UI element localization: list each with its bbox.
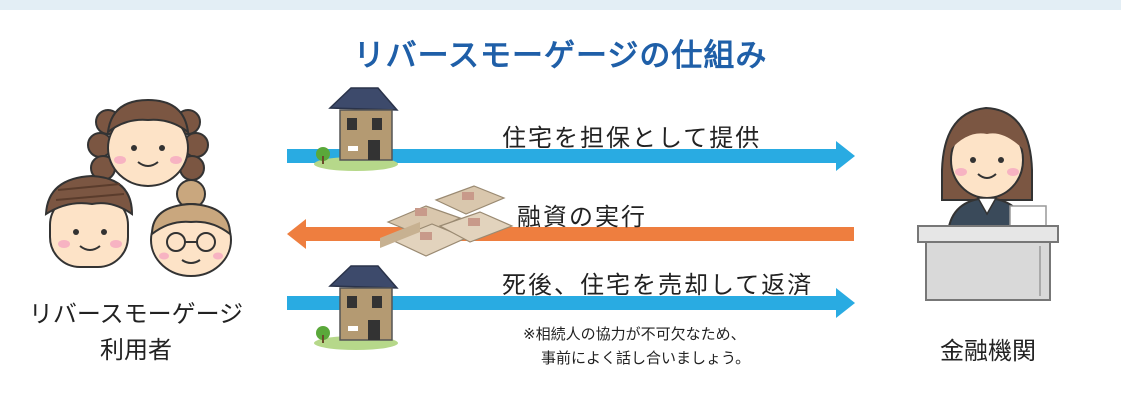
note: ※相続人の協力が不可欠なため、 事前によく話し合いましょう。: [505, 322, 865, 370]
bank-clerk-icon: [917, 106, 1059, 301]
flow-label-2: 融資の実行: [517, 203, 647, 231]
flow-arrow-3: [287, 288, 855, 318]
flow-label-1: 住宅を担保として提供: [502, 124, 762, 152]
flow-arrow-1: [287, 141, 855, 171]
house-icon: [314, 265, 399, 350]
woman-curly-hair-icon: [87, 98, 209, 187]
house-icon: [314, 87, 399, 171]
money-bundles-icon: [380, 185, 514, 257]
left-party-line-1: リバースモーゲージ: [28, 300, 244, 328]
top-band: [0, 0, 1121, 10]
elderly-woman-icon: [150, 179, 232, 277]
left-party-label: リバースモーゲージ 利用者: [0, 296, 272, 368]
diagram-title: リバースモーゲージの仕組み: [353, 38, 768, 74]
right-party-label: 金融機関: [940, 337, 1036, 365]
left-party-line-2: 利用者: [100, 336, 172, 364]
users-group-icon: [44, 98, 232, 277]
note-line-2: 事前によく話し合いましょう。: [541, 349, 751, 367]
man-icon: [44, 174, 134, 268]
note-line-1: ※相続人の協力が不可欠なため、: [523, 325, 746, 343]
flow-label-3: 死後、住宅を売却して返済: [502, 271, 814, 299]
